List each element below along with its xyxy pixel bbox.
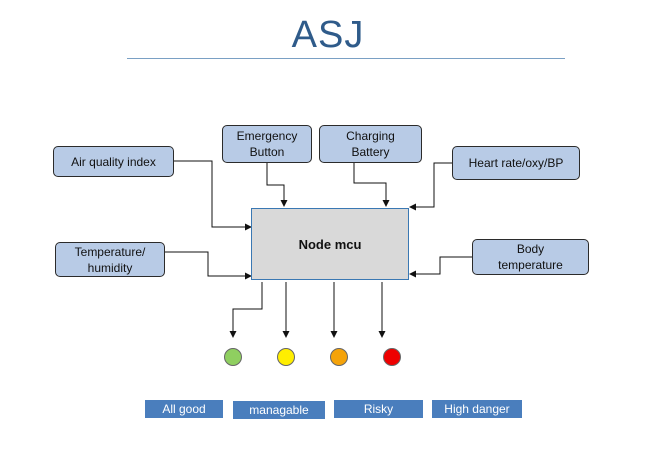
input-heart-rate-label: Heart rate/oxy/BP — [468, 156, 564, 170]
arrow-out-green — [229, 282, 263, 338]
arrow-heart-rate — [409, 162, 452, 211]
node-mcu-block: Node mcu — [251, 208, 409, 280]
status-light-green — [224, 348, 242, 366]
diagram-title: ASJ — [291, 14, 365, 56]
arrow-charging — [353, 163, 390, 207]
status-light-red — [383, 348, 401, 366]
status-label-managable: managable — [233, 401, 325, 419]
node-mcu-label: Node mcu — [298, 236, 362, 252]
input-temperature-humidity: Temperature/ humidity — [55, 242, 165, 277]
arrow-air-quality — [174, 160, 252, 231]
input-charging-battery: Charging Battery — [319, 125, 422, 163]
status-label-all-good: All good — [145, 400, 223, 418]
input-air-quality: Air quality index — [53, 146, 174, 177]
input-heart-rate: Heart rate/oxy/BP — [452, 146, 580, 180]
status-label-high-danger: High danger — [432, 400, 522, 418]
input-emergency-line1: Emergency — [236, 129, 298, 143]
arrow-emergency — [266, 163, 288, 207]
status-label-risky: Risky — [334, 400, 423, 418]
arrow-temperature — [165, 251, 252, 280]
input-body-temperature: Body temperature — [472, 239, 589, 275]
arrow-body-temp — [409, 256, 472, 278]
input-temperature-line2: humidity — [87, 260, 133, 275]
title-underline — [127, 58, 565, 59]
input-body-temp-line1: Body — [516, 242, 545, 256]
input-air-quality-label: Air quality index — [71, 154, 156, 169]
status-light-orange — [330, 348, 348, 366]
status-light-yellow — [277, 348, 295, 366]
input-emergency-line2: Button — [249, 145, 285, 159]
input-charging-line1: Charging — [346, 129, 395, 143]
input-emergency-button: Emergency Button — [222, 125, 312, 163]
input-charging-line2: Battery — [351, 145, 390, 159]
input-temperature-line1: Temperature/ — [74, 244, 146, 259]
input-body-temp-line2: temperature — [498, 258, 563, 272]
